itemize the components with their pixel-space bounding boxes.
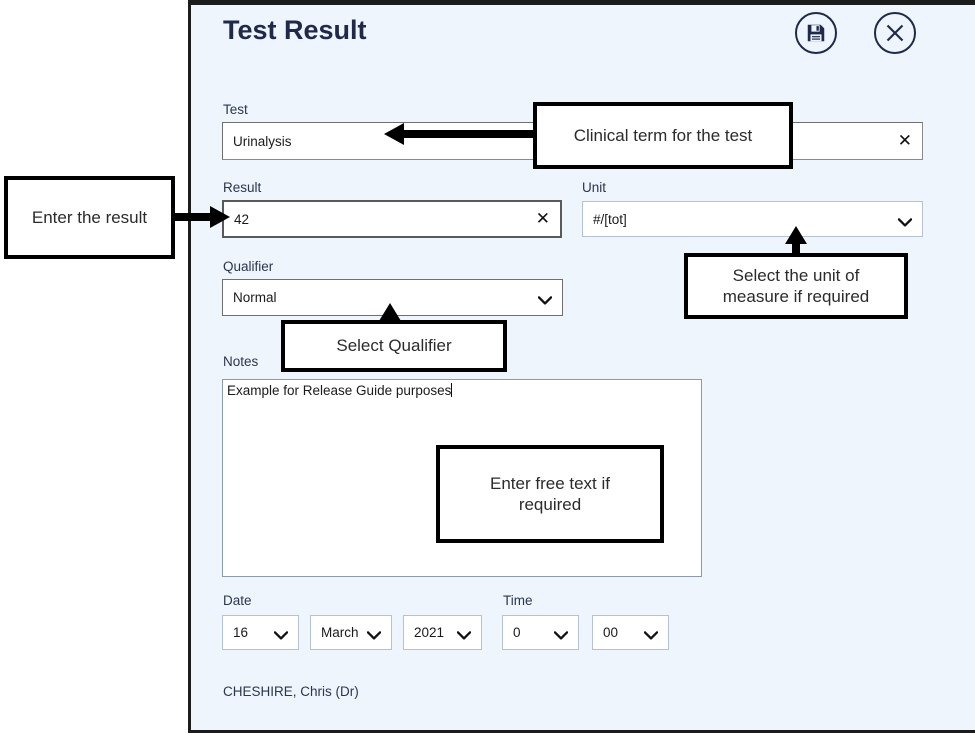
annotation-result: Enter the result: [4, 176, 175, 259]
date-day-value: 16: [233, 625, 249, 640]
annotation-notes: Enter free text if required: [436, 445, 664, 543]
result-value: 42: [234, 211, 250, 227]
text-caret: [451, 383, 453, 397]
chevron-down-icon: [366, 628, 382, 640]
test-label: Test: [223, 102, 248, 117]
chevron-down-icon: [273, 628, 289, 640]
test-clear-icon[interactable]: ✕: [897, 130, 912, 151]
qualifier-value: Normal: [233, 290, 277, 305]
date-label: Date: [223, 593, 252, 608]
date-month-value: March: [321, 625, 359, 640]
result-clear-icon[interactable]: ✕: [535, 208, 550, 229]
date-year-select[interactable]: 2021: [403, 615, 482, 650]
chevron-down-icon: [456, 628, 472, 640]
chevron-down-icon: [897, 215, 913, 227]
qualifier-label: Qualifier: [223, 259, 274, 274]
chevron-down-icon: [643, 628, 659, 640]
result-input[interactable]: 42 ✕: [222, 200, 562, 238]
time-hour-value: 0: [513, 625, 521, 640]
page-title: Test Result: [223, 15, 367, 45]
annotation-qualifier-text: Select Qualifier: [336, 336, 452, 356]
annotation-arrowhead-qualifier: [379, 303, 401, 321]
annotation-notes-text: Enter free text if required: [490, 473, 610, 514]
close-x-icon: [883, 21, 907, 45]
save-floppy-icon: [805, 22, 827, 44]
annotation-unit-text: Select the unit of measure if required: [722, 265, 870, 306]
dialog-top-border: [188, 0, 975, 5]
annotation-line-result: [172, 213, 212, 221]
annotation-test-text: Clinical term for the test: [573, 125, 753, 145]
annotation-unit: Select the unit of measure if required: [684, 253, 908, 319]
notes-value: Example for Release Guide purposes: [227, 383, 452, 398]
test-value: Urinalysis: [233, 133, 292, 149]
clinician-name: CHESHIRE, Chris (Dr): [223, 684, 359, 699]
chevron-down-icon: [553, 628, 569, 640]
time-minute-value: 00: [603, 625, 619, 640]
annotation-test: Clinical term for the test: [533, 102, 793, 169]
date-month-select[interactable]: March: [310, 615, 392, 650]
time-label: Time: [503, 593, 533, 608]
time-hour-select[interactable]: 0: [502, 615, 579, 650]
unit-label: Unit: [582, 180, 607, 195]
annotation-result-text: Enter the result: [31, 207, 148, 227]
annotation-qualifier: Select Qualifier: [281, 320, 507, 372]
close-button[interactable]: [874, 12, 916, 54]
annotation-arrowhead-unit: [785, 226, 807, 244]
result-label: Result: [223, 180, 262, 195]
unit-value: #/[tot]: [593, 211, 627, 227]
unit-select[interactable]: #/[tot]: [582, 201, 923, 237]
date-day-select[interactable]: 16: [222, 615, 299, 650]
annotation-arrowhead-test: [384, 123, 404, 145]
annotation-line-test: [404, 130, 538, 138]
notes-label: Notes: [223, 354, 259, 369]
chevron-down-icon: [537, 293, 553, 305]
time-minute-select[interactable]: 00: [592, 615, 669, 650]
annotation-arrowhead-result: [210, 206, 230, 228]
save-button[interactable]: [795, 12, 837, 54]
date-year-value: 2021: [414, 625, 445, 640]
